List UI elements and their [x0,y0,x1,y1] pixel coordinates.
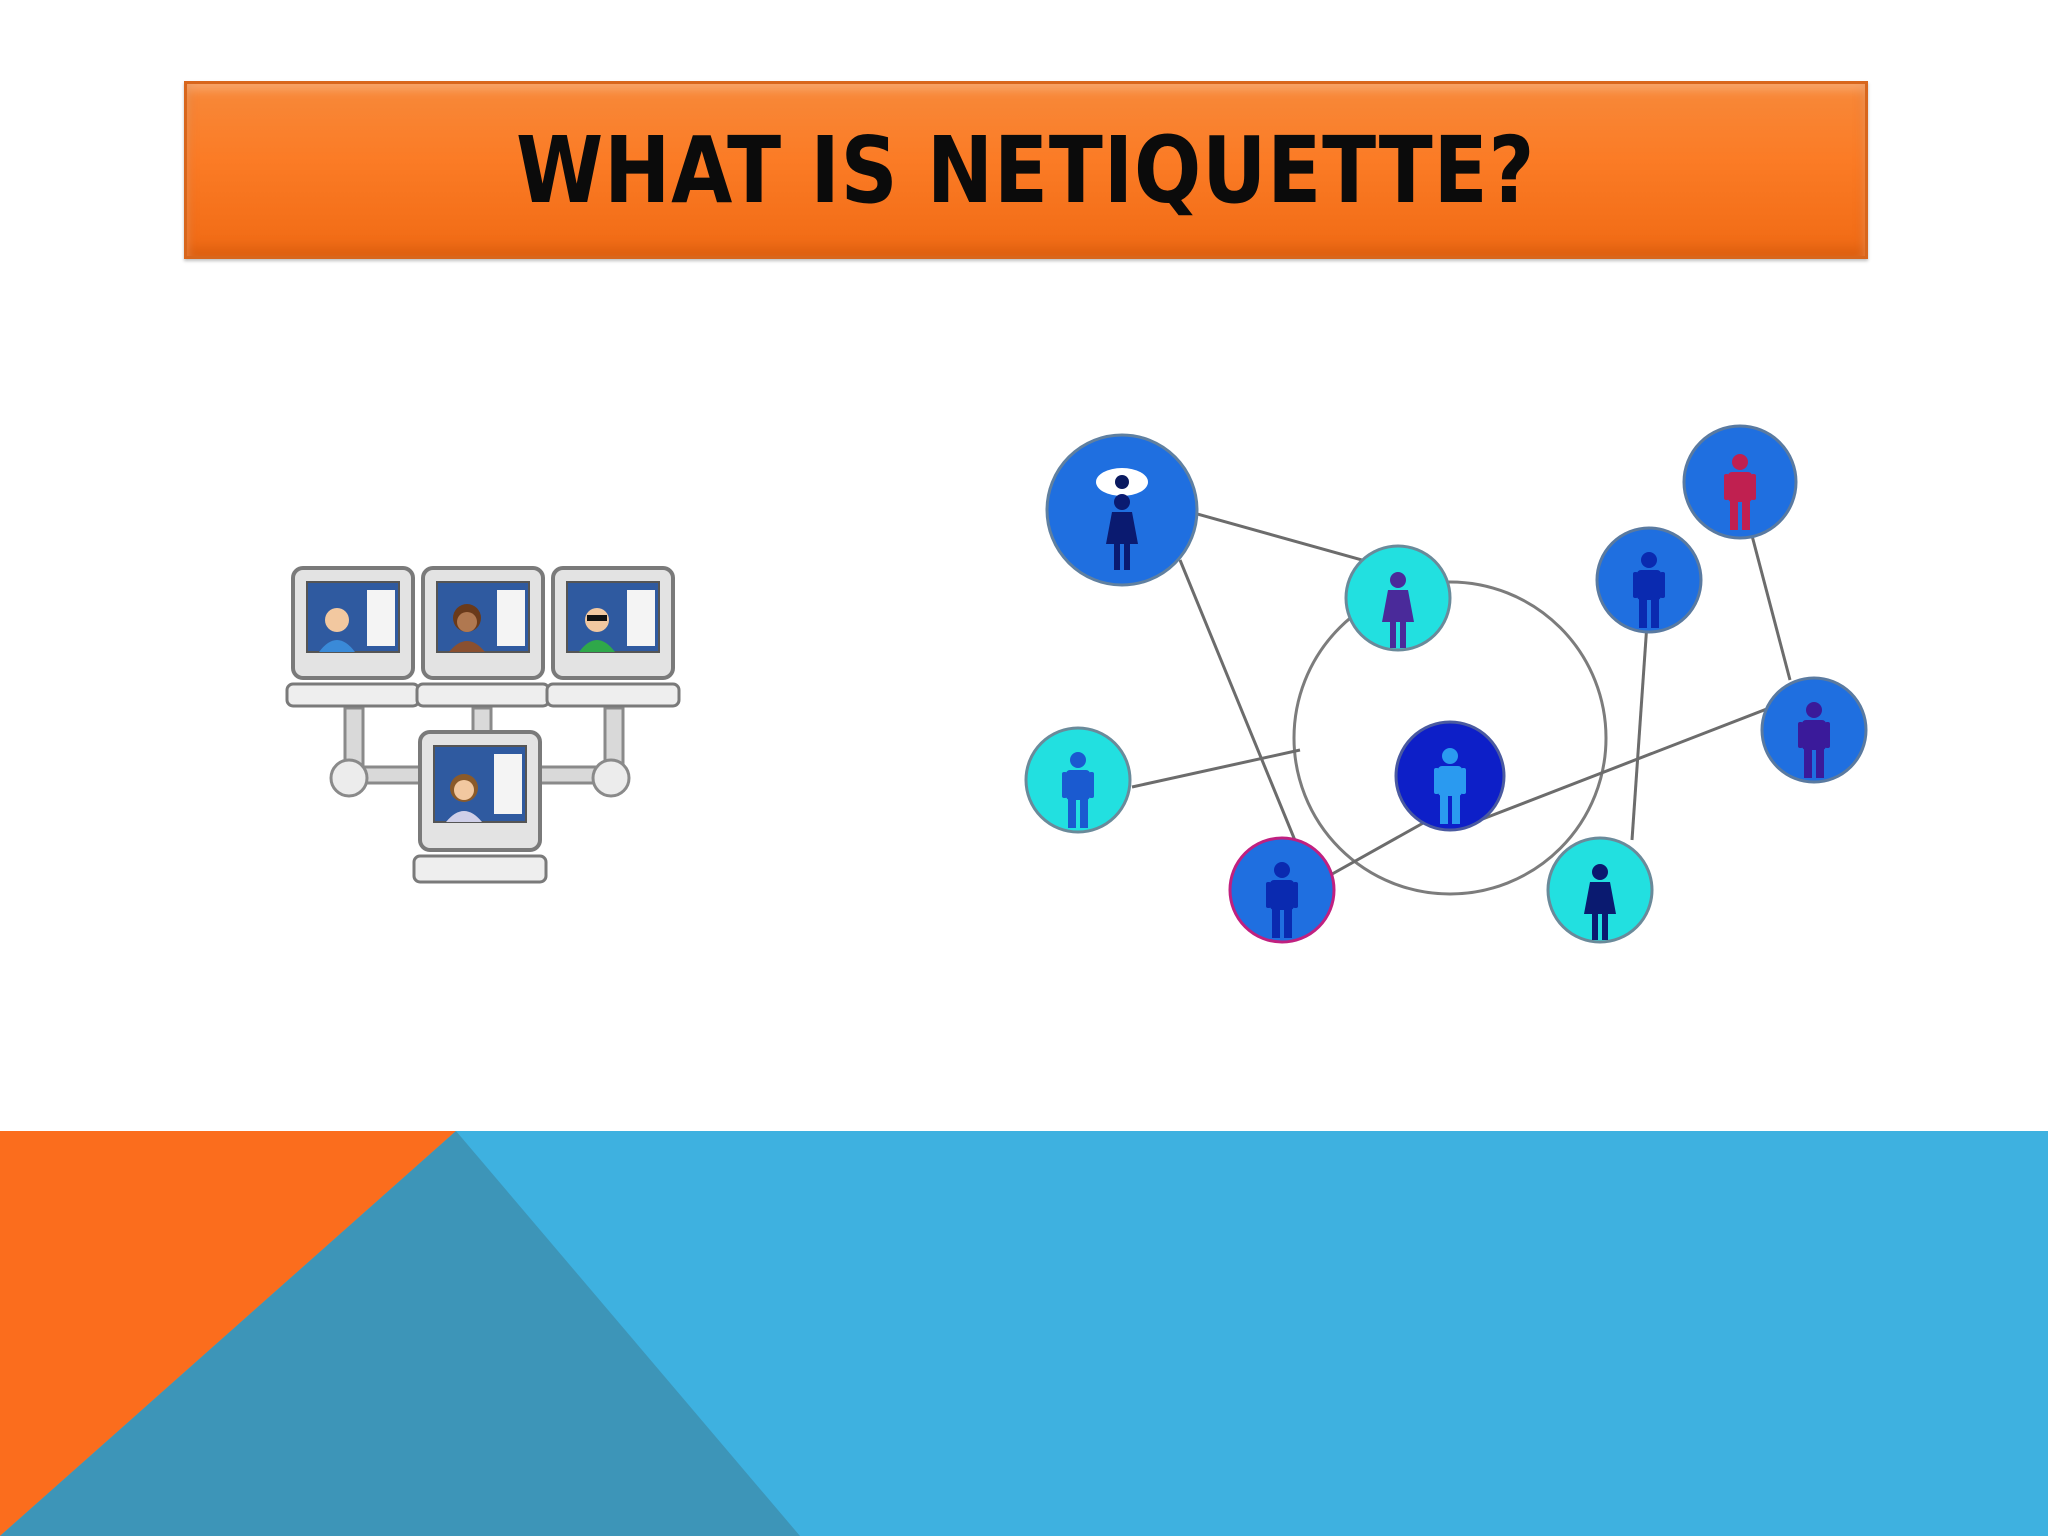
network-node-cyan-left [1024,726,1132,834]
slide-title: WHAT IS NETIQUETTE? [516,116,1536,224]
network-node-cyan-top [1344,544,1452,652]
network-node-bottom-left [1228,836,1336,944]
footer-decoration [0,1131,2048,1536]
network-node-blue-topright [1682,424,1798,540]
network-node-large [1045,433,1199,587]
network-node-blue-right [1595,526,1703,634]
computer-icon-2 [415,566,551,708]
computer-icon-1 [285,566,421,708]
computer-icon-4 [412,730,548,884]
network-node-cyan-bottom [1546,836,1654,944]
network-node-blue-farright [1760,676,1868,784]
computer-icon-3 [545,566,681,708]
network-node-center [1394,720,1506,832]
title-banner: WHAT IS NETIQUETTE? [184,81,1868,259]
networked-computers-icon [285,566,681,884]
social-network-icon [1024,424,1868,944]
